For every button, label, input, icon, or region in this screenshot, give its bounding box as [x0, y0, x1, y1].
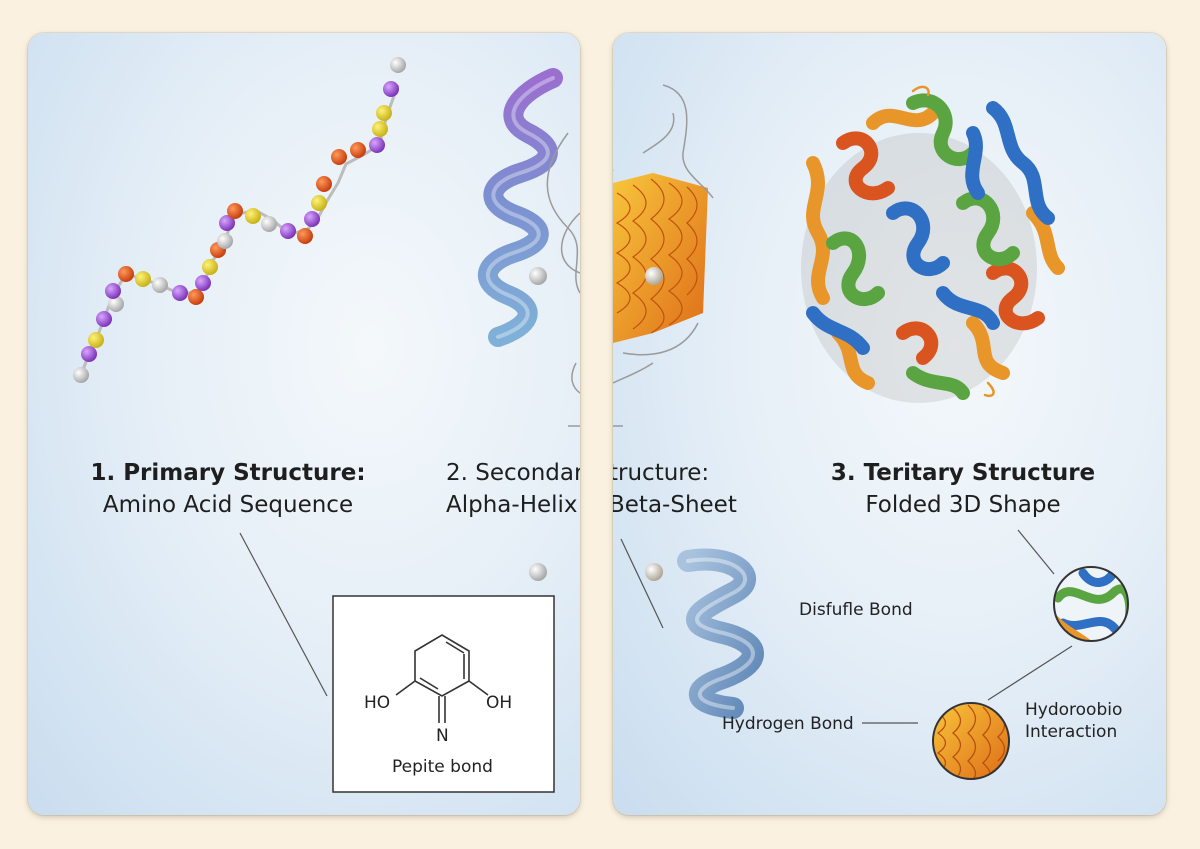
connector-dot [529, 267, 547, 285]
hydroxyl-left-label: HO [364, 693, 391, 713]
peptide-bond-inset [332, 595, 555, 793]
secondary-title-left: 2. Secondar [446, 460, 580, 486]
tertiary-structure-title: 3. Teritary Structure [830, 460, 1096, 486]
hydrophobic-interaction-label: Hydoroobio Interaction [1025, 699, 1122, 743]
residue [135, 271, 151, 287]
hydroxyl-right-label: OH [486, 693, 513, 713]
secondary-title-right: tructure: [613, 460, 710, 486]
residue [316, 176, 332, 192]
residue [195, 275, 211, 291]
residue [383, 81, 399, 97]
beta-sheet-ribbon [613, 170, 708, 343]
inset-pointer-line [239, 532, 328, 697]
residue [105, 283, 121, 299]
tertiary-zoom-circle [1053, 566, 1129, 642]
residue [280, 223, 296, 239]
tertiary-structure-panel: tructure: Beta-Sheet 3. Teritary Structu… [613, 33, 1166, 815]
residue [304, 211, 320, 227]
residue [108, 296, 124, 312]
primary-structure-subtitle: Amino Acid Sequence [102, 492, 354, 518]
primary-structure-title: 1. Primary Structure: [90, 460, 366, 486]
nitrogen-label: N [436, 726, 449, 746]
hydrogen-bond-label: Hydrogen Bond [722, 714, 854, 734]
coil-strands [613, 84, 714, 427]
residue [376, 105, 392, 121]
tertiary-structure-heading: 3. Teritary Structure Folded 3D Shape [818, 457, 1108, 521]
primary-structure-art [73, 57, 580, 793]
hydrophobic-zoom-circle [932, 702, 1010, 780]
hydrophobic-label-line2: Interaction [1025, 722, 1118, 742]
residue [390, 57, 406, 73]
connector-dot [645, 267, 663, 285]
residue [350, 142, 366, 158]
connector-dot [529, 563, 547, 581]
residue [81, 346, 97, 362]
residue [261, 216, 277, 232]
connector-dot [645, 563, 663, 581]
peptide-bond-caption: Pepite bond [392, 757, 493, 777]
residue [297, 228, 313, 244]
residue [172, 285, 188, 301]
benzene-ring-icon [395, 634, 489, 723]
tertiary-structure-subtitle: Folded 3D Shape [865, 492, 1061, 518]
secondary-subtitle-right: Beta-Sheet [613, 492, 737, 518]
secondary-structure-heading-right: tructure: Beta-Sheet [613, 457, 737, 521]
residue [311, 195, 327, 211]
secondary-structure-heading-left: 2. Secondar Alpha-Helix [446, 457, 580, 521]
primary-structure-panel: 1. Primary Structure: Amino Acid Sequenc… [28, 33, 580, 815]
folded-protein-structure [801, 85, 1065, 403]
residue [217, 233, 233, 249]
tertiary-structure-art [613, 84, 1129, 780]
residue [73, 367, 89, 383]
residue [219, 215, 235, 231]
amino-acid-residues [73, 57, 406, 383]
residue [227, 203, 243, 219]
disulfide-bond-label: Disfufle Bond [799, 600, 913, 620]
alpha-helix-ribbon [478, 68, 563, 347]
secondary-subtitle-left: Alpha-Helix [446, 492, 578, 518]
residue [331, 149, 347, 165]
pointer-lines [620, 529, 1073, 724]
coil-strands [546, 132, 580, 427]
residue [188, 289, 204, 305]
residue [118, 266, 134, 282]
amino-acid-chain-backbone [79, 84, 400, 376]
residue [245, 208, 261, 224]
residue [202, 259, 218, 275]
residue [88, 332, 104, 348]
primary-structure-heading: 1. Primary Structure: Amino Acid Sequenc… [88, 457, 368, 521]
residue [152, 277, 168, 293]
hydrophobic-label-line1: Hydoroobio [1025, 700, 1123, 720]
residue [96, 311, 112, 327]
residue [369, 137, 385, 153]
helix-illustration [677, 548, 764, 719]
residue [372, 121, 388, 137]
